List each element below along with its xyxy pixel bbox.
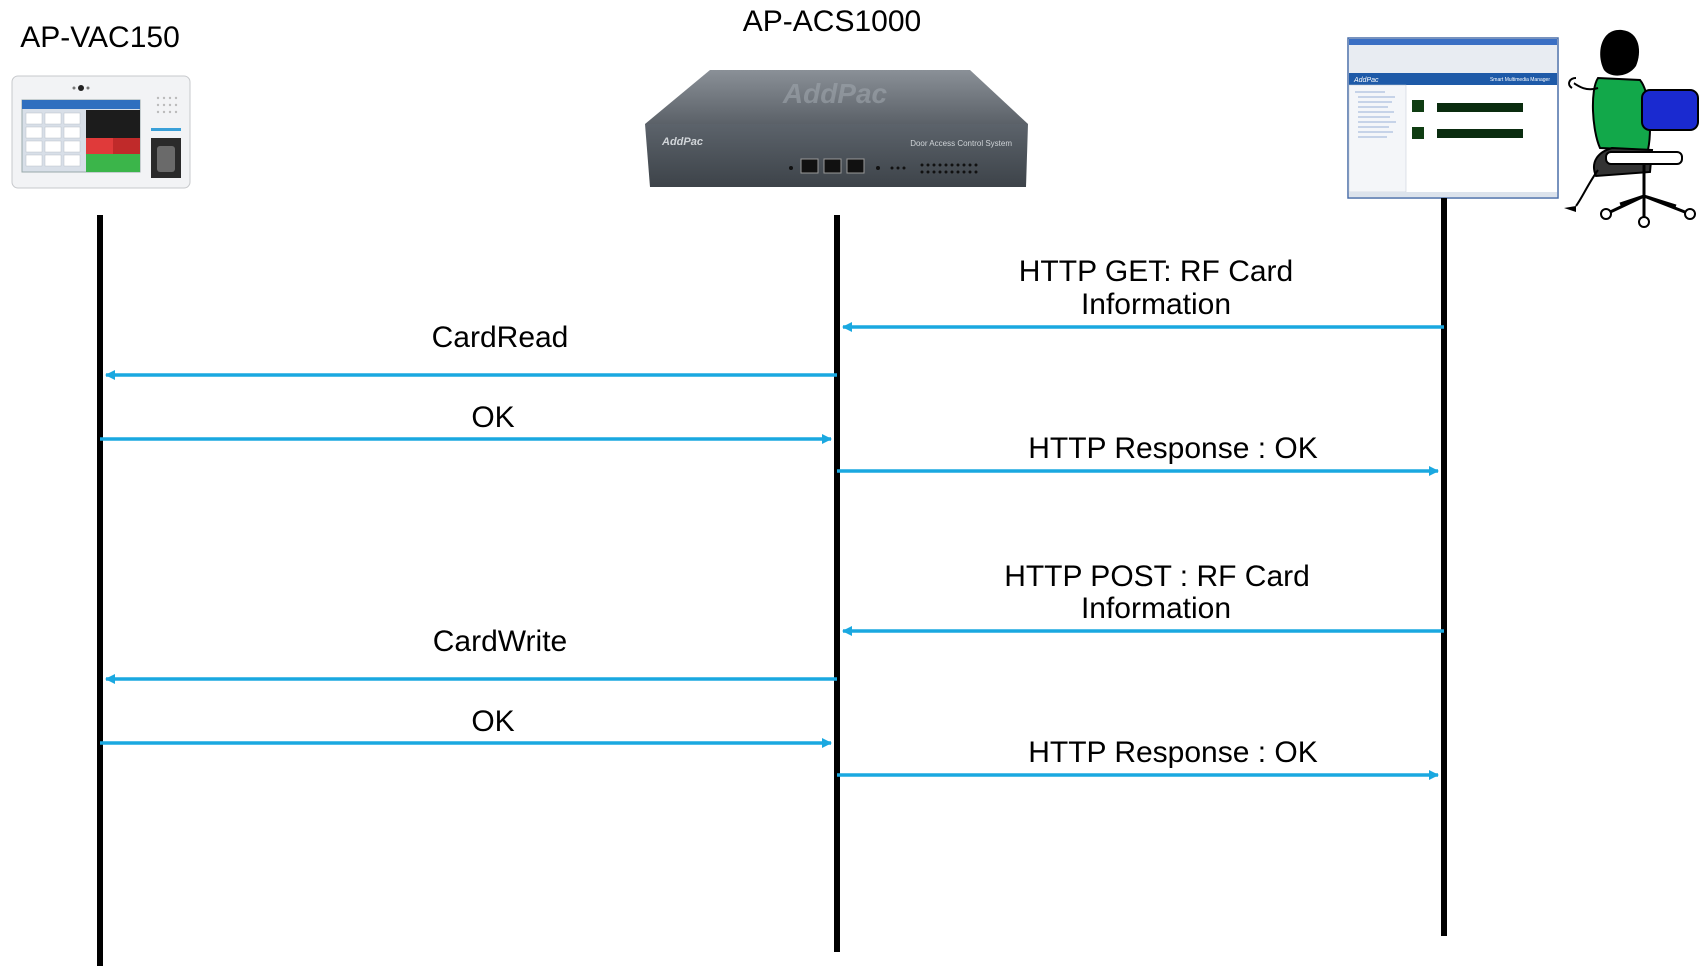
message-8: HTTP Response : OK — [837, 736, 1439, 780]
message-label: Information — [1081, 592, 1231, 625]
message-2: CardRead — [105, 321, 837, 380]
message-label: HTTP Response : OK — [1028, 736, 1318, 769]
message-1: HTTP GET: RF Card Information — [842, 255, 1444, 332]
message-4: HTTP Response : OK — [837, 432, 1439, 476]
control-server-image: AddPac AddPac Door Access Control System — [645, 70, 1028, 187]
message-label: HTTP GET: RF Card — [1019, 255, 1293, 288]
admin-user-figure — [1564, 29, 1699, 228]
server-brand-watermark: AddPac — [782, 78, 888, 109]
message-label: Information — [1081, 288, 1231, 321]
message-6: CardWrite — [105, 625, 837, 684]
server-brand-label: AddPac — [661, 136, 703, 148]
message-label: OK — [471, 401, 514, 434]
message-label: CardRead — [432, 321, 569, 354]
message-3: OK — [100, 401, 832, 444]
server-caption: Door Access Control System — [910, 139, 1012, 148]
message-label: HTTP Response : OK — [1028, 432, 1318, 465]
browser-banner-title: Smart Multimedia Manager — [1490, 77, 1550, 83]
door-terminal-image — [11, 75, 191, 189]
participant-label-acs1000: AP-ACS1000 — [743, 5, 921, 38]
message-5: HTTP POST : RF Card Information — [842, 560, 1444, 636]
message-label: CardWrite — [433, 625, 567, 658]
message-label: HTTP POST : RF Card — [1004, 560, 1310, 593]
ethernet-ports — [800, 158, 865, 174]
browser-banner-brand: AddPac — [1353, 77, 1379, 84]
message-label: OK — [471, 705, 514, 738]
web-browser-image: AddPac Smart Multimedia Manager — [1347, 37, 1559, 199]
message-7: OK — [100, 705, 832, 748]
participant-label-vac150: AP-VAC150 — [20, 21, 180, 54]
